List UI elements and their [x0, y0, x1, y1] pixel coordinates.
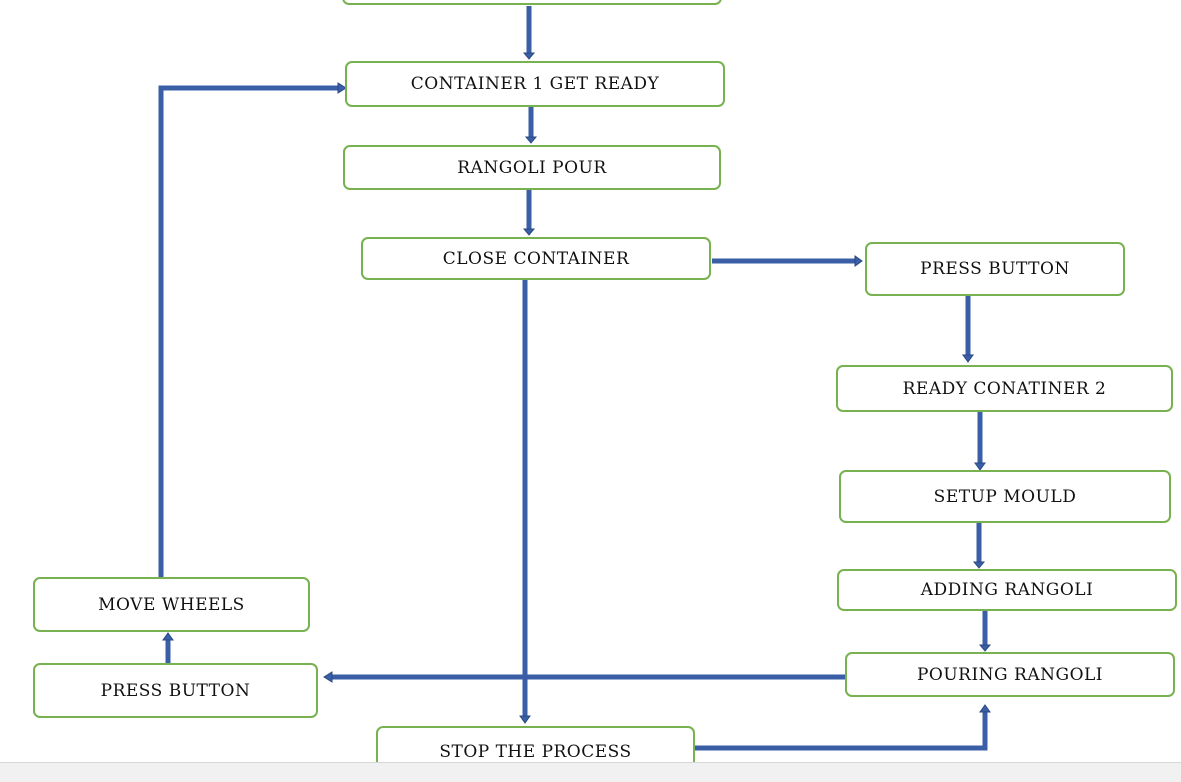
- close-container-label: CLOSE CONTAINER: [442, 248, 630, 269]
- close-container-box: CLOSE CONTAINER: [361, 237, 711, 280]
- arrow-move-wheels-to-container1: [158, 82, 347, 578]
- adding-rangoli-label: ADDING RANGOLI: [920, 580, 1094, 600]
- container1-get-ready-label: CONTAINER 1 GET READY: [410, 74, 660, 94]
- arrow-container1-to-rangoli-pour: [524, 106, 538, 144]
- arrow-pouring-rangoli-to-press-button: [323, 671, 846, 683]
- stop-the-process-label: STOP THE PROCESS: [439, 742, 632, 762]
- arrow-rangoli-pour-to-close-container: [522, 190, 536, 236]
- arrow-close-container-to-stop-process: [519, 280, 531, 724]
- arrow-adding-rangoli-to-pouring-rangoli: [978, 610, 992, 652]
- connectors: [158, 6, 992, 751]
- press-button-right-label: PRESS BUTTON: [920, 259, 1070, 279]
- arrow-stop-process-to-pouring-rangoli: [691, 704, 991, 751]
- arrow-ready-container2-to-setup-mould: [974, 411, 986, 471]
- status-bar: [0, 762, 1181, 782]
- container1-get-ready-box: CONTAINER 1 GET READY: [345, 61, 725, 107]
- move-wheels-label: MOVE WHEELS: [98, 594, 245, 615]
- setup-mould-label: SETUP MOULD: [933, 486, 1077, 507]
- arrow-press-button-to-move-wheels: [162, 632, 174, 665]
- pouring-rangoli-label: POURING RANGOLI: [916, 664, 1104, 685]
- rangoli-pour-label: RANGOLI POUR: [457, 157, 607, 178]
- ready-container2-box: READY CONATINER 2: [836, 365, 1173, 412]
- pouring-rangoli-box: POURING RANGOLI: [845, 652, 1175, 697]
- arrow-press-button-to-ready-container2: [962, 293, 974, 363]
- arrow-top-to-container1: [522, 6, 536, 60]
- top-process-box: [342, 0, 722, 5]
- arrow-setup-mould-to-adding-rangoli: [972, 522, 986, 569]
- arrow-close-container-to-press-button: [712, 255, 863, 267]
- ready-container2-label: READY CONATINER 2: [902, 378, 1107, 399]
- move-wheels-box: MOVE WHEELS: [33, 577, 310, 632]
- press-button-left-label: PRESS BUTTON: [100, 680, 251, 701]
- press-button-left-box: PRESS BUTTON: [33, 663, 318, 718]
- rangoli-pour-box: RANGOLI POUR: [343, 145, 721, 190]
- setup-mould-box: SETUP MOULD: [839, 470, 1171, 523]
- press-button-right-box: PRESS BUTTON: [865, 242, 1125, 296]
- adding-rangoli-box: ADDING RANGOLI: [837, 569, 1177, 611]
